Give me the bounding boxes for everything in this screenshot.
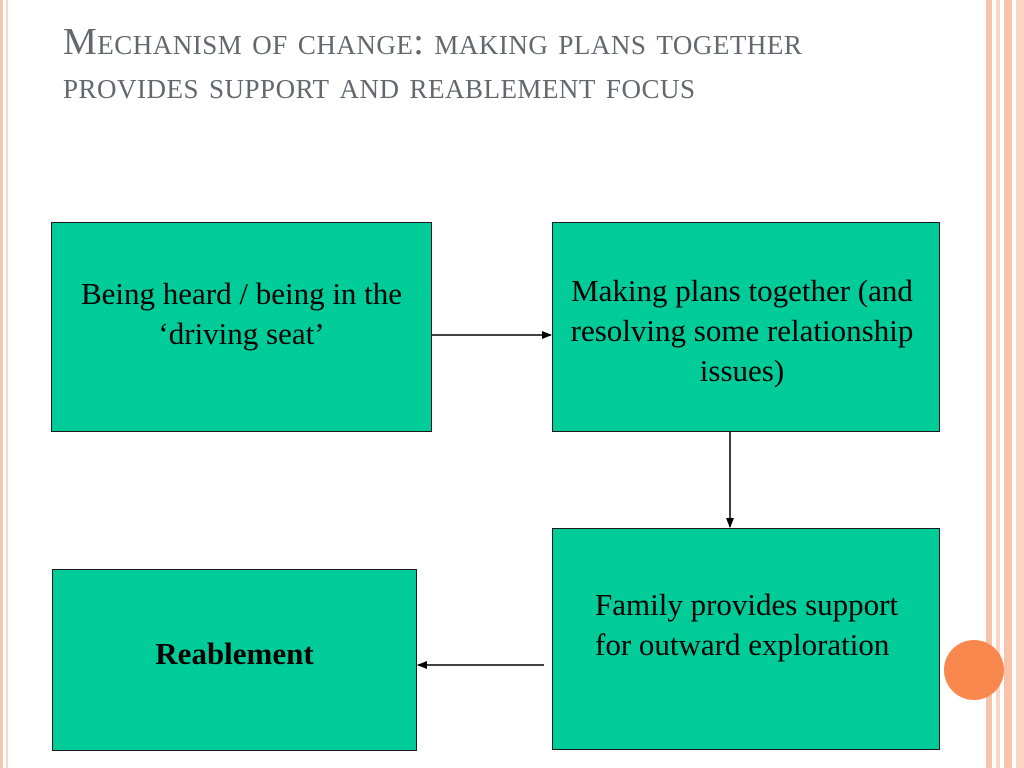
box-being-heard-label: Being heard / being in the ‘driving seat… [80, 276, 403, 351]
right-border-stripe [996, 0, 1000, 768]
left-border-stripe [0, 0, 3, 768]
decorative-orange-circle [944, 640, 1004, 700]
box-making-plans: Making plans together (and resolving som… [552, 222, 940, 432]
right-border-stripe [986, 0, 992, 768]
box-being-heard: Being heard / being in the ‘driving seat… [51, 222, 432, 432]
box-making-plans-label: Making plans together (and resolving som… [570, 273, 914, 388]
box-reablement: Reablement [52, 569, 417, 751]
right-border-stripe [1004, 0, 1012, 768]
slide-title: Mechanism of change: making plans togeth… [63, 21, 803, 107]
left-border-stripe-inner [6, 0, 8, 768]
box-family-support-label: Family provides support for outward expl… [595, 587, 899, 662]
box-family-support: Family provides support for outward expl… [552, 528, 940, 750]
box-reablement-label: Reablement [155, 636, 314, 671]
right-border-stripe [1016, 0, 1024, 768]
